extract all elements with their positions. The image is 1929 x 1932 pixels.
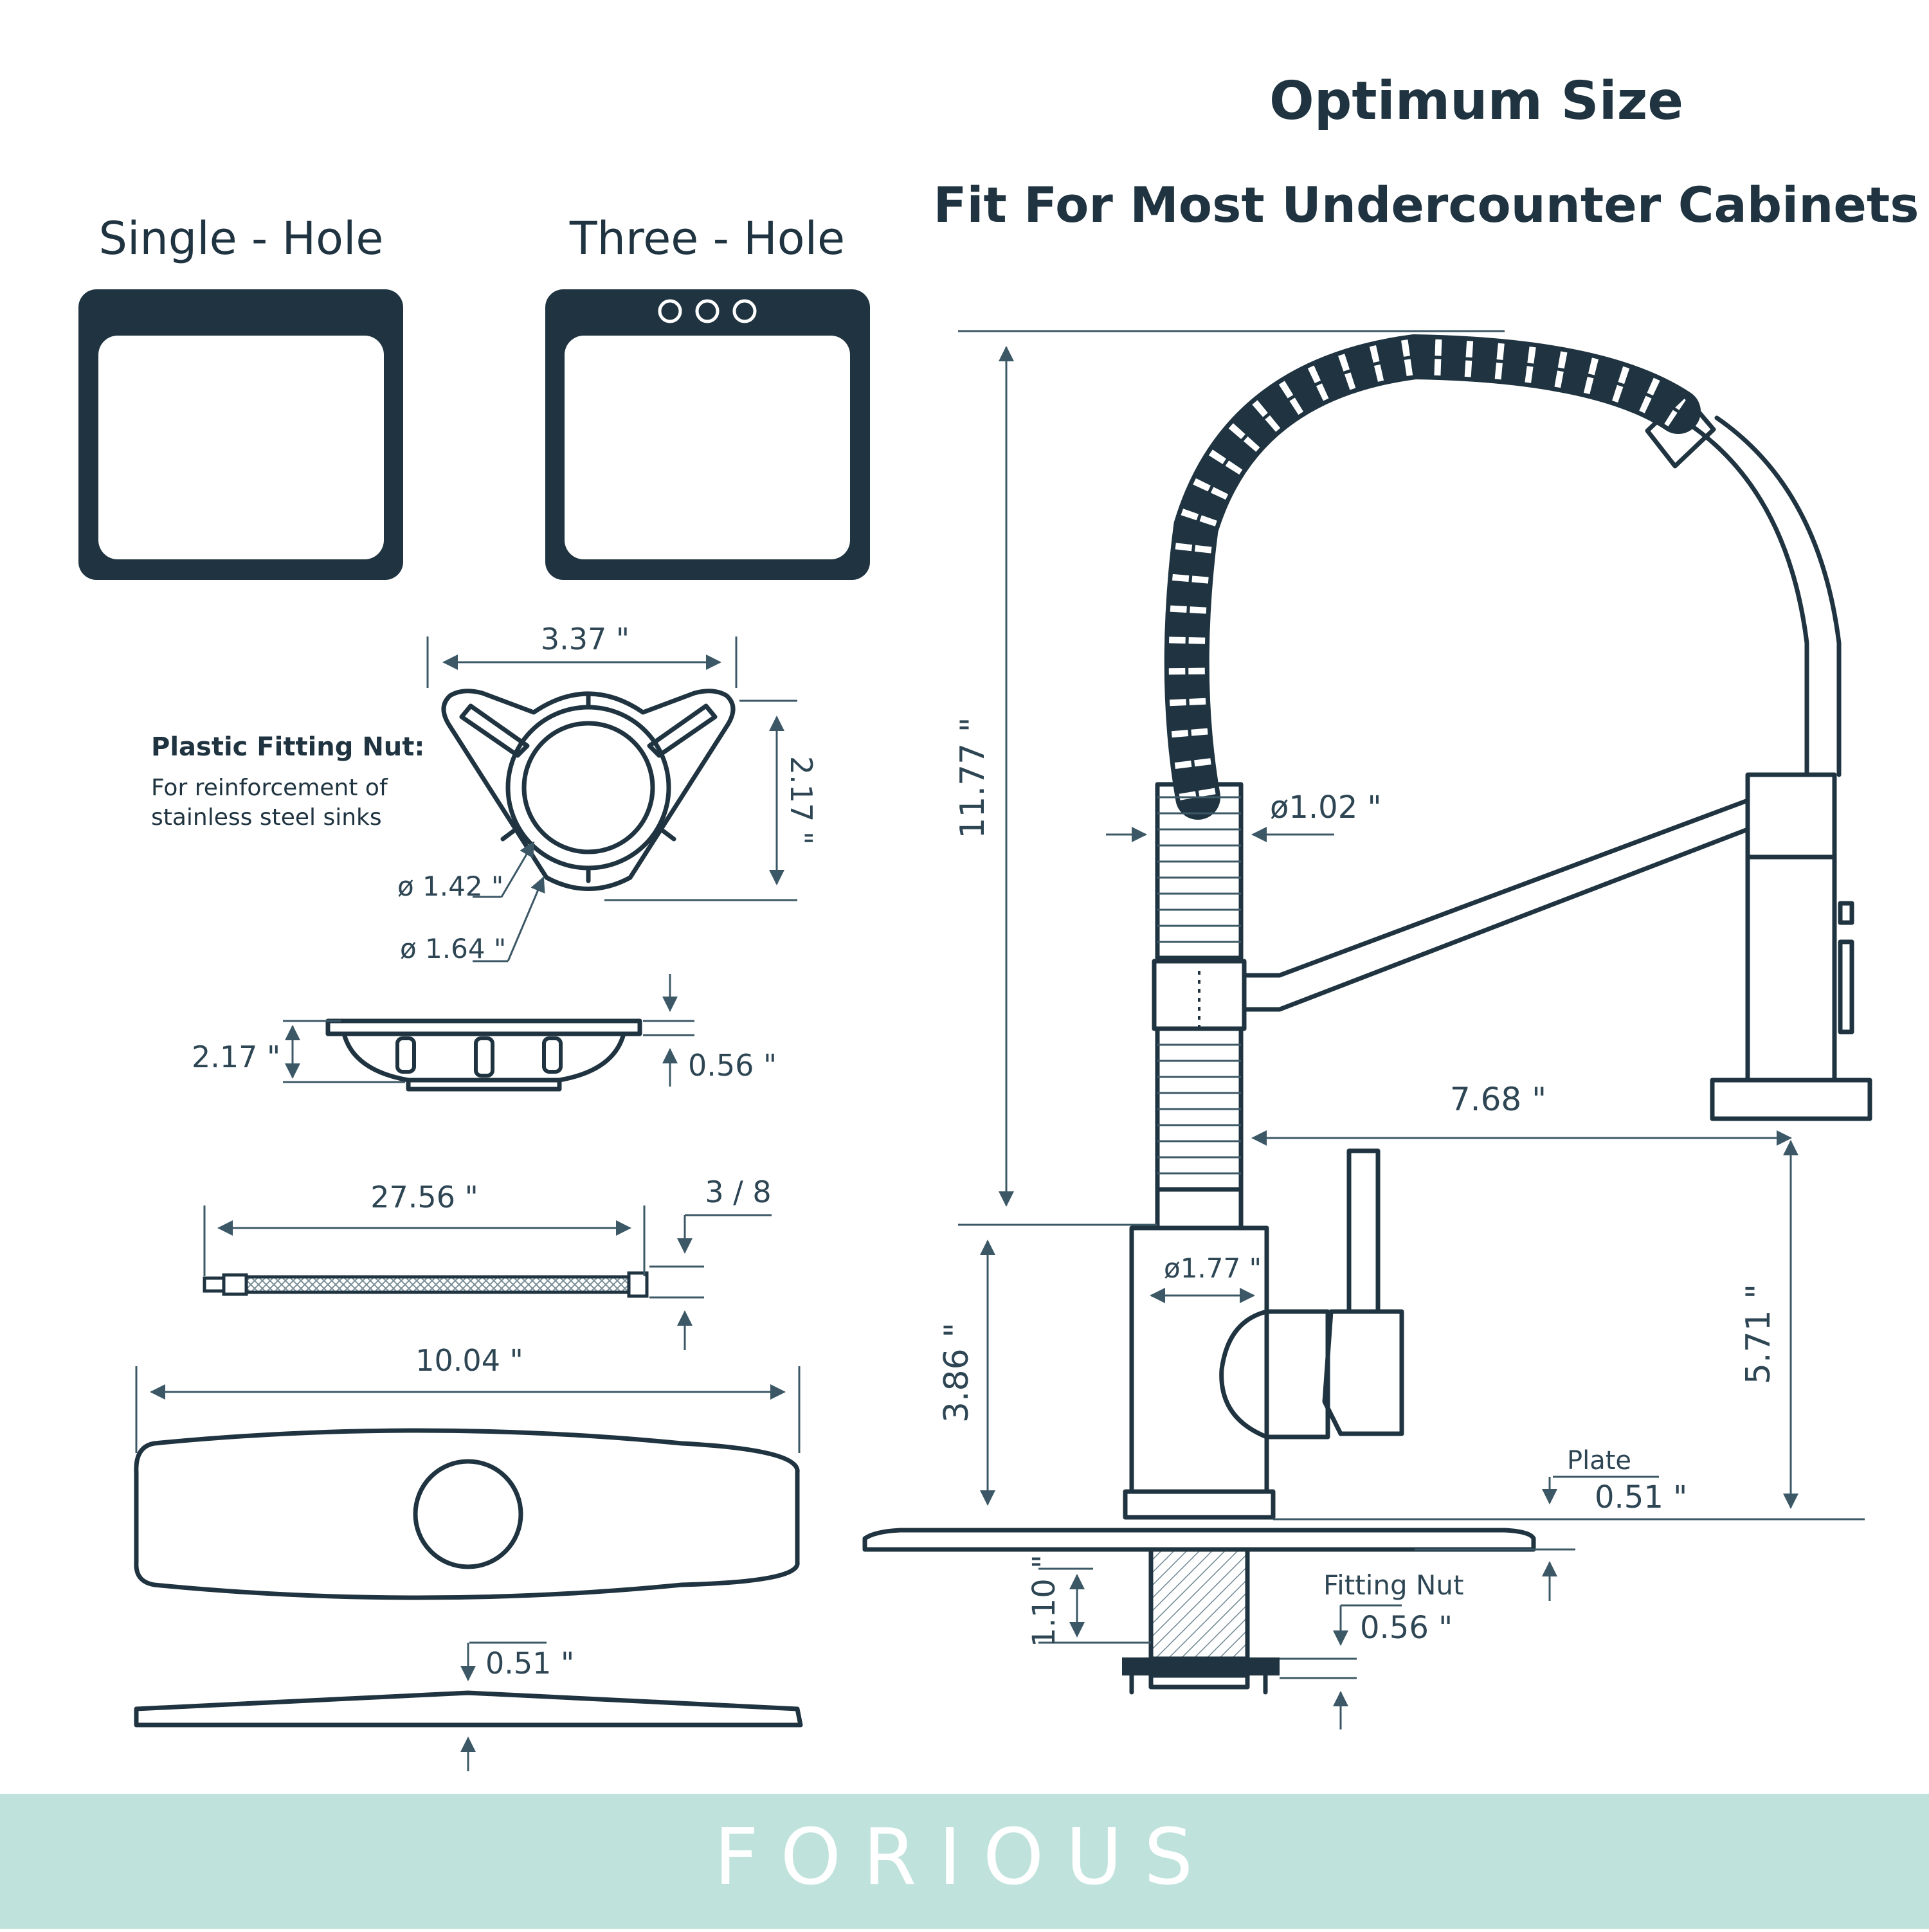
- brand-name: FORIOUS: [714, 1813, 1215, 1902]
- fitting-nut-top-view: [441, 689, 736, 891]
- brand-drop-icon: [999, 1845, 1010, 1856]
- page-title: Optimum Size: [1269, 71, 1683, 132]
- nut-side-thickness-label: 0.56 ": [688, 1048, 777, 1083]
- plate-thickness-label: 0.51 ": [485, 1646, 574, 1681]
- three-hole-sink-icon: [545, 289, 870, 580]
- plate-side-dimensions: [460, 1641, 547, 1771]
- brand-band: [0, 1794, 1929, 1929]
- three-hole-label: Three - Hole: [569, 212, 845, 265]
- fitting-nut-note-line1: For reinforcement of: [151, 775, 388, 801]
- spring-diameter-label: ø1.02 ": [1270, 790, 1382, 826]
- fitting-nut-faucet-label: 0.56 ": [1360, 1610, 1453, 1646]
- faucet-drawing: [862, 334, 1872, 1695]
- hose-dimensions: [203, 1205, 772, 1350]
- nut-outer-diameter-label: ø 1.64 ": [400, 933, 506, 964]
- fitting-nut-note-line2: stainless steel sinks: [151, 804, 382, 831]
- page-subtitle: Fit For Most Undercounter Cabinets: [934, 176, 1919, 233]
- deck-plate-side-view: [134, 1690, 803, 1728]
- plate-thickness-faucet-title: Plate: [1567, 1446, 1631, 1476]
- nut-side-height-label: 2.17 ": [192, 1040, 280, 1074]
- faucet-total-height-label: 11.77 ": [954, 717, 992, 838]
- plate-thickness-faucet-label: 0.51 ": [1595, 1479, 1687, 1515]
- fitting-nut-side-dimensions: [283, 974, 694, 1087]
- nut-height-label: 2.17 ": [784, 756, 819, 845]
- fitting-nut-dimensions: [426, 636, 797, 962]
- base-height-label: 3.86 ": [937, 1323, 976, 1423]
- spout-height-label: 5.71 ": [1739, 1284, 1778, 1384]
- fitting-nut-side-view: [325, 1018, 642, 1092]
- faucet-dimension-lines: [958, 330, 1865, 1729]
- body-diameter-label: ø1.77 ": [1164, 1252, 1262, 1284]
- deck-plate-dimensions: [135, 1366, 801, 1453]
- hose-length-label: 27.56 ": [370, 1180, 478, 1214]
- reach-label: 7.68 ": [1450, 1081, 1546, 1118]
- nut-width-label: 3.37 ": [541, 622, 629, 656]
- single-hole-sink-icon: [78, 289, 403, 580]
- hose-thread-label: 3 / 8: [705, 1175, 771, 1209]
- braided-hose: [203, 1271, 649, 1298]
- brand-logo: FORIOUS: [714, 1813, 1215, 1902]
- deck-plate-top-view: [134, 1428, 800, 1600]
- fitting-nut-note-title: Plastic Fitting Nut:: [151, 732, 424, 762]
- fitting-nut-faucet-title: Fitting Nut: [1323, 1569, 1464, 1601]
- nut-inner-diameter-label: ø 1.42 ": [397, 871, 503, 902]
- plate-width-label: 10.04 ": [415, 1343, 523, 1378]
- shank-length-label: 1.10 ": [1026, 1555, 1062, 1647]
- single-hole-label: Single - Hole: [99, 212, 384, 265]
